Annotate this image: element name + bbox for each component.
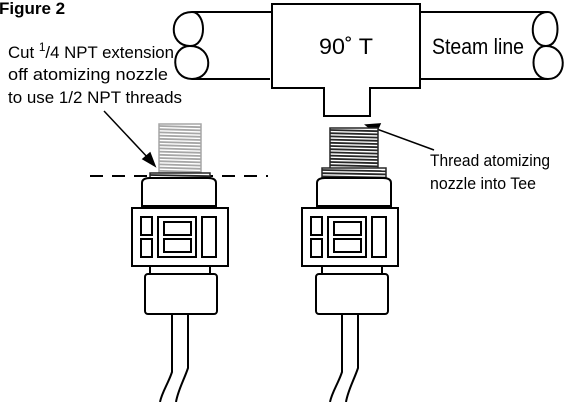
gray-thread-line: [158, 141, 202, 145]
left-note-line1-post: /4 NPT extension: [45, 43, 174, 62]
right-nozzle-hose: [329, 314, 359, 402]
right-thread-line: [329, 161, 379, 165]
gray-thread-line: [158, 144, 202, 148]
gray-thread-line: [158, 153, 202, 157]
right-thread-line: [329, 148, 379, 152]
right-thread-line: [329, 135, 379, 139]
gray-thread-line: [158, 125, 202, 129]
right-thread-band-line: [321, 172, 387, 176]
gray-thread-line: [158, 128, 202, 132]
tee-label: 90˚ T: [319, 34, 373, 59]
gray-thread-line: [158, 137, 202, 141]
right-thread-line: [329, 138, 379, 142]
left-nozzle: [131, 123, 229, 402]
right-thread-line: [329, 145, 379, 149]
left-note-line3: to use 1/2 NPT threads: [8, 88, 182, 107]
gray-thread-line: [158, 134, 202, 138]
right-note-line2: nozzle into Tee: [430, 174, 536, 193]
gray-thread-line: [158, 163, 202, 167]
left-nozzle-collar: [141, 177, 217, 207]
gray-thread-line: [158, 150, 202, 154]
gray-thread-line: [158, 131, 202, 135]
gray-thread-line: [158, 166, 202, 170]
gray-thread-line: [158, 147, 202, 151]
figure-title: Figure 2: [0, 0, 65, 18]
right-thread-line: [329, 164, 379, 168]
left-thread-line: [149, 174, 211, 178]
right-thread-line: [329, 141, 379, 145]
left-nozzle-lower-fitting: [144, 273, 218, 315]
pipe-break-right: [531, 11, 564, 81]
cut-extension-threads: [158, 123, 202, 174]
left-note-line2: off atomizing nozzle: [8, 65, 168, 84]
gray-thread-line: [158, 157, 202, 161]
left-leader-arrow: [103, 110, 157, 168]
left-note-line1-sup: 1: [39, 40, 46, 54]
right-thread-band-line: [321, 169, 387, 173]
pipe-break-left: [172, 10, 210, 81]
gray-thread-line: [158, 160, 202, 164]
right-nozzle-threads: [321, 127, 387, 182]
right-nozzle: [301, 127, 399, 402]
right-note-line1: Thread atomizing: [430, 151, 550, 170]
svg-text:Cut 1/4 NPT extension: Cut 1/4 NPT extension: [8, 40, 174, 62]
gray-thread-line: [158, 169, 202, 173]
right-thread-line: [329, 129, 379, 133]
right-thread-line: [329, 151, 379, 155]
left-note-line1-pre: Cut: [8, 43, 39, 62]
left-annotation: Cut 1/4 NPT extension off atomizing nozz…: [8, 40, 182, 107]
right-nozzle-lower-fitting: [315, 273, 389, 315]
right-thread-line: [329, 157, 379, 161]
steam-line-label: Steam line: [432, 34, 524, 59]
left-nozzle-hose: [159, 314, 189, 402]
right-thread-line: [329, 154, 379, 158]
right-thread-line: [329, 132, 379, 136]
tee-fitting: [271, 3, 421, 117]
right-nozzle-collar: [316, 177, 392, 207]
